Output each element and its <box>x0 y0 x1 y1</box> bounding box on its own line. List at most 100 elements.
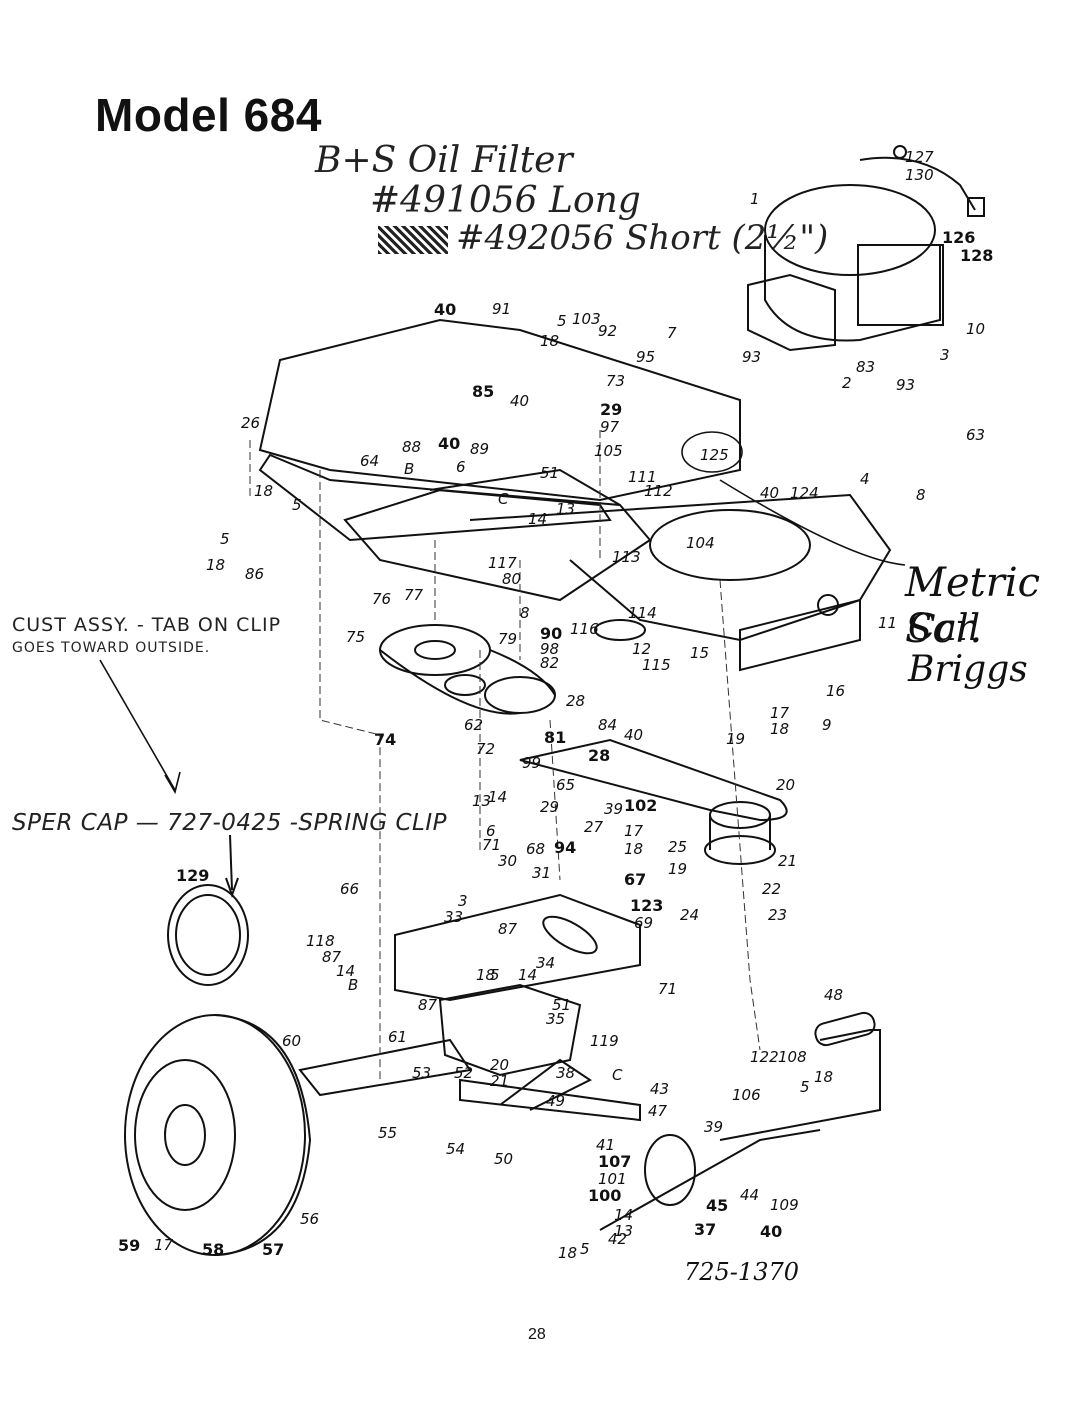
hubcap-drawing <box>167 884 249 986</box>
call-briggs-note: Call Briggs <box>908 608 1028 690</box>
spring-clip-note: SPER CAP — 727-0425 -SPRING CLIP <box>12 810 448 836</box>
callout-label: 113 <box>612 548 641 566</box>
callout-label: 5 <box>490 966 500 984</box>
callout-label: 111 <box>628 468 657 486</box>
callout-label: 85 <box>472 382 495 401</box>
callout-label: 103 <box>572 310 601 328</box>
callout-label: 54 <box>446 1140 466 1158</box>
callout-label: 81 <box>544 728 567 747</box>
callout-label: 63 <box>966 426 986 444</box>
callout-label: 29 <box>600 400 623 419</box>
callout-label: 40 <box>510 392 530 410</box>
callout-label: 112 <box>644 482 673 500</box>
callout-label: 75 <box>346 628 366 646</box>
callout-label: 5 <box>557 312 567 330</box>
callout-label: 18 <box>814 1068 834 1086</box>
callout-label: 52 <box>454 1064 474 1082</box>
callout-label: 71 <box>658 980 678 998</box>
callout-label: 61 <box>388 1028 408 1046</box>
callout-label: 18 <box>254 482 274 500</box>
callout-label: 44 <box>740 1186 760 1204</box>
callout-label: 45 <box>706 1196 729 1215</box>
callout-label: 23 <box>768 906 788 924</box>
callout-label: 80 <box>502 570 522 588</box>
callout-label: 91 <box>492 300 512 318</box>
callout-label: 31 <box>532 864 552 882</box>
callout-label: 73 <box>606 372 626 390</box>
callout-label: 17 <box>624 822 644 840</box>
callout-label: 43 <box>650 1080 670 1098</box>
callout-label: 24 <box>680 906 700 924</box>
callout-label: 76 <box>372 590 392 608</box>
callout-label: 39 <box>704 1118 724 1136</box>
callout-label: 6 <box>456 458 466 476</box>
callout-label: 18 <box>558 1244 578 1262</box>
callout-label: 28 <box>566 692 586 710</box>
callout-label: 101 <box>598 1170 627 1188</box>
callout-label: 94 <box>554 838 577 857</box>
callout-label: 82 <box>540 654 560 672</box>
callout-label: 88 <box>402 438 422 456</box>
part-number-725-1370: 725-1370 <box>684 1258 799 1286</box>
callout-label: 125 <box>700 446 729 464</box>
callout-label: 114 <box>628 604 657 622</box>
callout-label: 90 <box>540 624 563 643</box>
callout-label: 86 <box>245 565 265 583</box>
callout-label: 50 <box>494 1150 514 1168</box>
callout-label: 6 <box>486 822 496 840</box>
callout-label: 77 <box>404 586 424 604</box>
callout-label: 51 <box>540 464 560 482</box>
callout-label: 14 <box>614 1206 634 1224</box>
callout-label: 40 <box>760 484 780 502</box>
callout-label: 117 <box>488 554 517 572</box>
callout-label: 1 <box>750 190 760 208</box>
callout-label: 19 <box>726 730 746 748</box>
callout-label: 15 <box>690 644 710 662</box>
callout-label: B <box>348 976 359 994</box>
callout-label: 13 <box>556 500 576 518</box>
callout-label: 49 <box>546 1092 566 1110</box>
callout-label: 5 <box>220 530 230 548</box>
callout-label: 64 <box>360 452 380 470</box>
callout-label: 104 <box>686 534 715 552</box>
callout-label: 62 <box>464 716 484 734</box>
callout-label: 14 <box>488 788 508 806</box>
handwritten-long-filter-note: #491056 Long <box>370 180 641 221</box>
callout-label: 17 <box>770 704 790 722</box>
callout-label: 7 <box>667 324 677 342</box>
callout-label: 109 <box>770 1196 799 1214</box>
callout-label: 14 <box>518 966 538 984</box>
callout-label: 2 <box>842 374 852 392</box>
callout-label: 95 <box>636 348 656 366</box>
callout-label: 13 <box>614 1222 634 1240</box>
callout-label: 87 <box>498 920 518 938</box>
callout-label: 21 <box>490 1072 510 1090</box>
callout-label: 108 <box>778 1048 807 1066</box>
callout-label: 71 <box>482 836 502 854</box>
callout-label: 37 <box>694 1220 717 1239</box>
callout-label: 26 <box>241 414 261 432</box>
callout-label: 14 <box>336 962 356 980</box>
callout-label: 14 <box>528 510 548 528</box>
handwritten-oil-filter-note: B+S Oil Filter <box>315 140 573 181</box>
belt-pulley-drawing <box>379 619 788 865</box>
callout-label: 68 <box>526 840 546 858</box>
callout-label: 3 <box>940 346 950 364</box>
callout-label: 17 <box>154 1236 174 1254</box>
goes-toward-note: GOES TOWARD OUTSIDE. <box>12 640 211 656</box>
callout-label: 79 <box>498 630 518 648</box>
callout-label: 67 <box>624 870 647 889</box>
callout-label: 38 <box>556 1064 576 1082</box>
callout-label: 42 <box>608 1230 628 1248</box>
callout-label: 127 <box>905 148 934 166</box>
callout-label: C <box>498 490 509 508</box>
callout-label: 66 <box>340 880 360 898</box>
callout-label: 18 <box>476 966 496 984</box>
callout-label: 29 <box>540 798 560 816</box>
callout-label: 105 <box>594 442 623 460</box>
metric-screw-note: Metric Scr. <box>905 560 1041 652</box>
callout-label: 35 <box>546 1010 566 1028</box>
callout-label: 28 <box>588 746 611 765</box>
callout-label: 40 <box>760 1222 783 1241</box>
